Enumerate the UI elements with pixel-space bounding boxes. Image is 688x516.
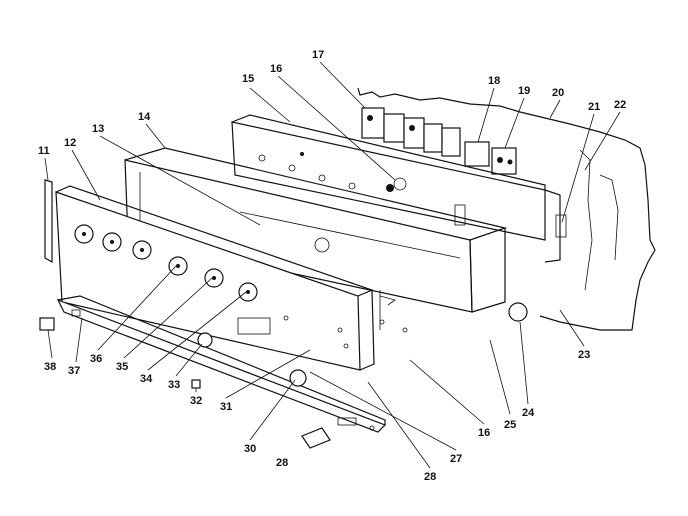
callout-28-lower: 28 [276,457,288,469]
callout-22: 22 [614,99,626,111]
front-control-panel [55,185,375,371]
callout-37: 37 [68,365,80,377]
callout-labels: 11 12 13 14 15 16 17 18 19 20 21 22 23 2… [38,49,626,483]
callout-14: 14 [138,111,151,123]
rear-housing [231,114,561,263]
callout-25: 25 [504,419,516,431]
small-parts [39,302,528,449]
callout-21: 21 [588,101,600,113]
callout-34: 34 [140,373,153,385]
leader-lines [44,61,621,469]
rear-back-panel [357,87,656,331]
callout-16-lower: 16 [478,427,490,439]
callout-18: 18 [488,75,500,87]
callout-15: 15 [242,73,254,85]
terminal-part-29 [301,427,331,449]
callout-20: 20 [552,87,564,99]
callout-32: 32 [190,395,202,407]
callout-11: 11 [38,145,50,157]
lower-trim-strip [56,295,387,433]
fan-part-24 [508,302,528,322]
callout-24: 24 [522,407,535,419]
callout-38: 38 [44,361,56,373]
bracket-part-38 [39,317,55,331]
callout-16-upper: 16 [270,63,282,75]
callout-30: 30 [244,443,256,455]
callout-36: 36 [90,353,102,365]
callout-31: 31 [220,401,232,413]
callout-27: 27 [450,453,462,465]
callout-13: 13 [92,123,104,135]
callout-35: 35 [116,361,128,373]
callout-33: 33 [168,379,180,391]
callout-12: 12 [64,137,76,149]
relay-block [361,107,517,175]
switch-part-33 [197,332,213,348]
screw-part-32 [191,379,201,389]
callout-17: 17 [312,49,324,61]
callout-23: 23 [578,349,590,361]
side-trim-rail [44,179,53,264]
callout-28: 28 [424,471,436,483]
callout-19: 19 [518,85,530,97]
